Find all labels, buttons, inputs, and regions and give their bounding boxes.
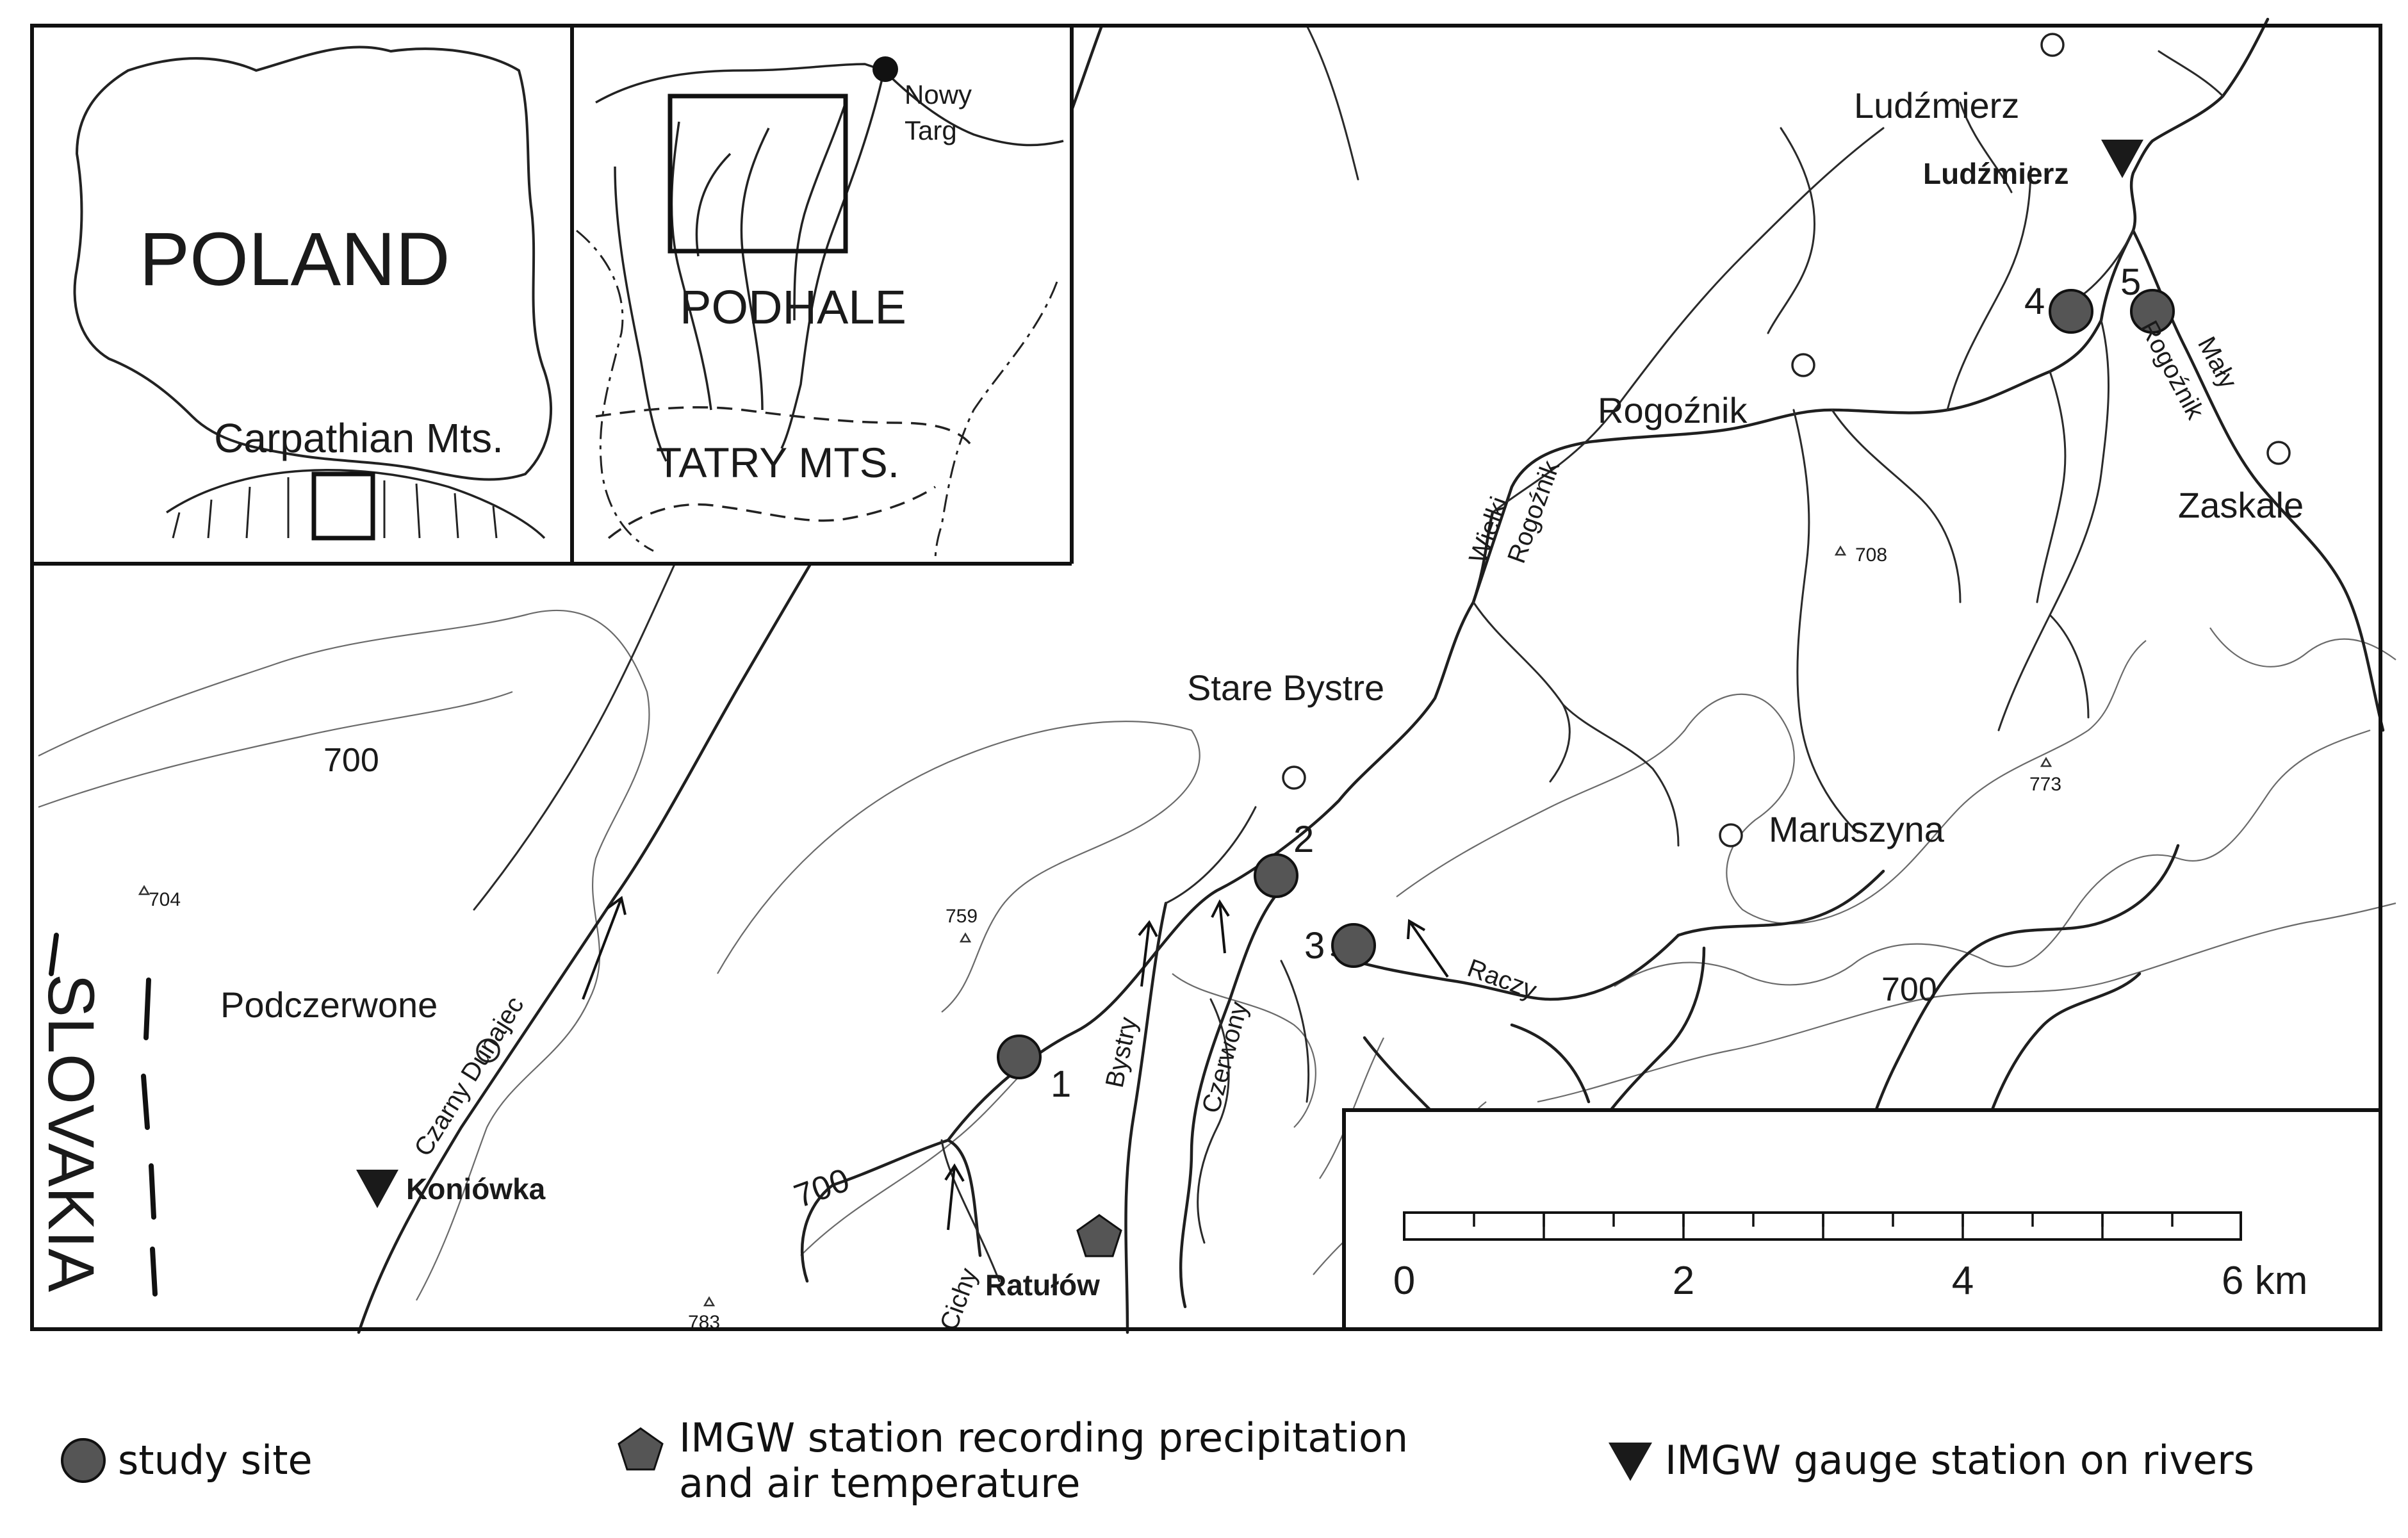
- gauge-station-marker: [2101, 140, 2143, 178]
- label-ratulow: Ratułów: [985, 1268, 1100, 1302]
- settlement-marker: [1282, 765, 1306, 790]
- inset-country-label: POLAND: [139, 217, 450, 302]
- label-stare-bystre: Stare Bystre: [1187, 667, 1384, 708]
- settlements: [476, 33, 2291, 1063]
- scale-tick-2: 2: [1673, 1259, 1694, 1303]
- label-ludzmierz-gauge: Ludźmierz: [1923, 157, 2068, 190]
- peak-marker: [138, 885, 151, 896]
- settlement-marker: [1791, 353, 1815, 377]
- settlement-marker: [2040, 33, 2065, 57]
- scale-bar: 0 2 4 6 km: [1342, 1108, 2382, 1331]
- label-contour-700: 700: [324, 742, 379, 779]
- river-main-trunk: [2099, 17, 2270, 322]
- study-site-number: 5: [2120, 261, 2141, 303]
- study-site-number: 4: [2024, 281, 2045, 322]
- inset-podhale: Nowy Targ PODHALE TATRY MTS.: [572, 26, 1072, 564]
- legend-precip-station-line2: and air temperature: [679, 1460, 1081, 1507]
- legend-item-precip-station: IMGW station recording precipitation and…: [615, 1396, 1408, 1525]
- legend-study-site-label: study site: [118, 1437, 313, 1484]
- place-labels: Ludźmierz Ludźmierz Rogoźnik Zaskale Sta…: [35, 85, 2304, 1302]
- label-contour-700: 700: [1881, 971, 1937, 1008]
- label-slovakia: SLOVAKIA: [35, 974, 108, 1292]
- inset-town-label-1: Nowy: [905, 79, 972, 110]
- river-bystry: [1124, 901, 1168, 1334]
- label-podczerwone: Podczerwone: [220, 985, 438, 1025]
- label-rogoznik: Rogoźnik: [1598, 390, 1748, 430]
- settlement-marker: [2266, 441, 2291, 465]
- state-border: [49, 933, 158, 1297]
- study-site-legend-icon: [61, 1438, 106, 1483]
- legend-gauge-station-label: IMGW gauge station on rivers: [1665, 1437, 2255, 1484]
- peaks: [138, 545, 2052, 1307]
- label-maruszyna: Maruszyna: [1769, 809, 1945, 849]
- study-site-marker: [2130, 289, 2175, 334]
- map-frame: [30, 24, 2382, 1331]
- inset-poland: POLAND Carpathian Mts.: [32, 26, 570, 564]
- study-site-marker: [1254, 853, 1298, 898]
- label-zaskale: Zaskale: [2178, 485, 2304, 525]
- inset-carpathian-label: Carpathian Mts.: [214, 415, 504, 461]
- precipitation-station-marker: [1076, 1214, 1122, 1257]
- river-wielki-rogoznik: [1471, 318, 2103, 604]
- scale-tick-0: 0: [1393, 1259, 1415, 1303]
- study-site-marker: [2049, 289, 2093, 334]
- label-koniowka: Koniówka: [406, 1172, 546, 1206]
- inset-region-label: PODHALE: [680, 281, 906, 334]
- river-czerwony: [1179, 895, 1277, 1309]
- label-peak-704: 704: [149, 889, 181, 910]
- legend-item-gauge-station: IMGW gauge station on rivers: [1605, 1396, 2254, 1525]
- label-peak-708: 708: [1855, 544, 1887, 566]
- study-site-number: 3: [1304, 925, 1325, 967]
- inset-tatry-label: TATRY MTS.: [656, 439, 899, 486]
- gauge-station-marker: [356, 1170, 398, 1208]
- settlement-marker: [476, 1038, 500, 1063]
- peak-marker: [959, 932, 972, 943]
- label-ludzmierz-town: Ludźmierz: [1854, 85, 2019, 126]
- scale-tick-4: 4: [1952, 1259, 1974, 1303]
- stations: [356, 140, 2143, 1257]
- study-site-number: 1: [1051, 1063, 1071, 1105]
- peak-marker: [2040, 757, 2052, 767]
- legend-precip-station-line1: IMGW station recording precipitation: [679, 1414, 1409, 1461]
- study-site-number: 2: [1293, 819, 1314, 860]
- river-bystry-trunk: [946, 511, 1495, 1142]
- label-peak-773: 773: [2029, 774, 2061, 795]
- river-raczy: [1331, 933, 1680, 1001]
- peak-marker: [703, 1296, 716, 1307]
- flow-arrows: [582, 896, 1449, 1231]
- streams: [473, 24, 2224, 1282]
- inset-town-label-2: Targ: [905, 115, 957, 145]
- peak-marker: [1834, 545, 1847, 556]
- triangle-legend-icon: [1609, 1443, 1652, 1481]
- label-peak-759: 759: [946, 906, 978, 927]
- study-site-marker: [997, 1035, 1042, 1079]
- study-sites: 1 2 3 4 5: [997, 261, 2175, 1105]
- legend-item-study-site: study site: [58, 1396, 313, 1525]
- settlement-marker: [1719, 823, 1743, 847]
- scale-tick-6: 6 km: [2222, 1259, 2307, 1303]
- pentagon-legend-icon: [618, 1427, 664, 1471]
- study-site-marker: [1331, 923, 1376, 968]
- contour-lines: [38, 609, 2396, 1301]
